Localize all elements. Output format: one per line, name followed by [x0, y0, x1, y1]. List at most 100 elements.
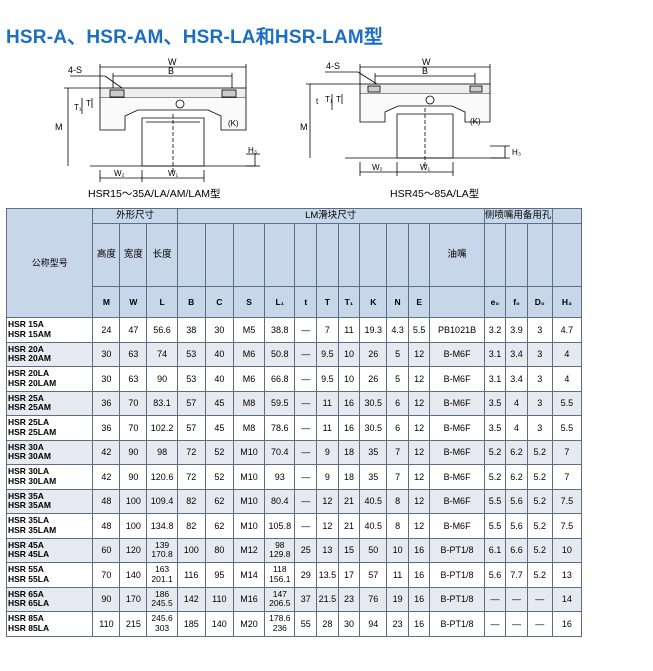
- value-cell: 5.2: [483, 464, 507, 490]
- symbol-header: L: [146, 286, 178, 318]
- value-cell: 4: [505, 415, 528, 441]
- value-cell: 3.9: [505, 317, 528, 343]
- value-cell: 5.6: [505, 513, 528, 539]
- value-cell: 3: [526, 390, 553, 416]
- model-name: HSR 15AM: [8, 328, 51, 339]
- value-cell: 57: [359, 562, 388, 588]
- value-cell: M8: [232, 390, 266, 416]
- value-cell: 9: [316, 439, 339, 465]
- value-cell: 48: [92, 513, 121, 539]
- value-cell: 24: [92, 317, 121, 343]
- value-cell: 50.8: [264, 341, 296, 367]
- value-cell: 30: [204, 317, 234, 343]
- value-cell: 3.2: [483, 317, 507, 343]
- value-cell: 12: [407, 464, 431, 490]
- value-cell: 40: [204, 366, 234, 392]
- value-cell: 3: [526, 341, 553, 367]
- dim-M: M: [300, 122, 308, 132]
- value-cell: 90: [146, 366, 178, 392]
- value-cell: B-M6F: [429, 464, 485, 490]
- value-cell: 10: [551, 537, 583, 563]
- value-cell: 66.8: [264, 366, 296, 392]
- value-cell: 12: [316, 513, 339, 539]
- value-cell: M14: [232, 562, 266, 588]
- dim-K: (K): [228, 119, 239, 128]
- value-cell: 6: [386, 415, 409, 441]
- symbol-header: W: [119, 286, 148, 318]
- value-cell: 30.5: [359, 415, 388, 441]
- value-cell: 12: [407, 390, 431, 416]
- model-name: HSR 25A: [8, 392, 44, 403]
- value-cell: PB1021B: [429, 317, 485, 343]
- value-cell: —: [294, 513, 318, 539]
- value-cell: 48: [92, 488, 121, 514]
- value-cell: 3.4: [505, 366, 528, 392]
- value-cell: 16: [407, 562, 431, 588]
- value-cell: 35: [359, 464, 388, 490]
- value-cell: 5.5: [483, 488, 507, 514]
- value-cell: 6: [386, 390, 409, 416]
- value-cell: 5.2: [526, 537, 553, 563]
- value-cell: —: [294, 439, 318, 465]
- value-cell: 7: [316, 317, 339, 343]
- value-cell: 90: [119, 464, 148, 490]
- value-cell: 35: [359, 439, 388, 465]
- value-cell: 10: [337, 366, 361, 392]
- value-cell: —: [294, 464, 318, 490]
- value-cell: B-M6F: [429, 366, 485, 392]
- value-cell: 16: [407, 611, 431, 637]
- symbol-header: f₀: [505, 286, 528, 318]
- sub-nipple: 油嘴: [429, 223, 485, 287]
- value-cell: 7.5: [551, 513, 583, 539]
- caption-right: HSR45～85A/LA型: [390, 188, 480, 200]
- value-cell: 11: [386, 562, 409, 588]
- value-cell: —: [294, 341, 318, 367]
- value-cell: —: [505, 586, 528, 612]
- value-cell: 90: [92, 586, 121, 612]
- symbol-header: H₃: [551, 286, 583, 318]
- model-name: HSR 35LAM: [8, 524, 57, 535]
- value-cell: 12: [407, 341, 431, 367]
- value-cell: 94: [359, 611, 388, 637]
- value-cell: 19: [386, 586, 409, 612]
- value-cell: 7.5: [551, 488, 583, 514]
- value-cell: 36: [92, 415, 121, 441]
- value-cell: 5: [386, 341, 409, 367]
- symbol-header: M: [92, 286, 121, 318]
- value-cell: 5.5: [407, 317, 431, 343]
- dim-B: B: [422, 66, 428, 76]
- symbol-header: E: [407, 286, 431, 318]
- model-name: HSR 35AM: [8, 500, 51, 511]
- value-cell: 23: [337, 586, 361, 612]
- value-cell: 9.5: [316, 366, 339, 392]
- value-cell: 70: [119, 415, 148, 441]
- value-cell: 3: [526, 415, 553, 441]
- model-name: HSR 20LA: [8, 368, 50, 379]
- value-cell: 18: [337, 439, 361, 465]
- value-cell: 5.2: [526, 562, 553, 588]
- dim-4S: 4-S: [68, 65, 82, 75]
- value-cell: 12: [407, 415, 431, 441]
- value-cell: 10: [337, 341, 361, 367]
- value-cell: 4.3: [386, 317, 409, 343]
- value-cell: 56.6: [146, 317, 178, 343]
- value-cell: M20: [232, 611, 266, 637]
- model-name: HSR 20AM: [8, 353, 51, 364]
- dim-H3: H₃: [512, 148, 521, 157]
- value-cell: 12: [316, 488, 339, 514]
- value-cell: 9.5: [316, 341, 339, 367]
- value-cell: 7: [386, 439, 409, 465]
- value-cell: 12: [407, 439, 431, 465]
- symbol-header: C: [204, 286, 234, 318]
- value-cell: 11: [316, 390, 339, 416]
- model-name: HSR 65LA: [8, 598, 50, 609]
- value-cell: 62: [204, 513, 234, 539]
